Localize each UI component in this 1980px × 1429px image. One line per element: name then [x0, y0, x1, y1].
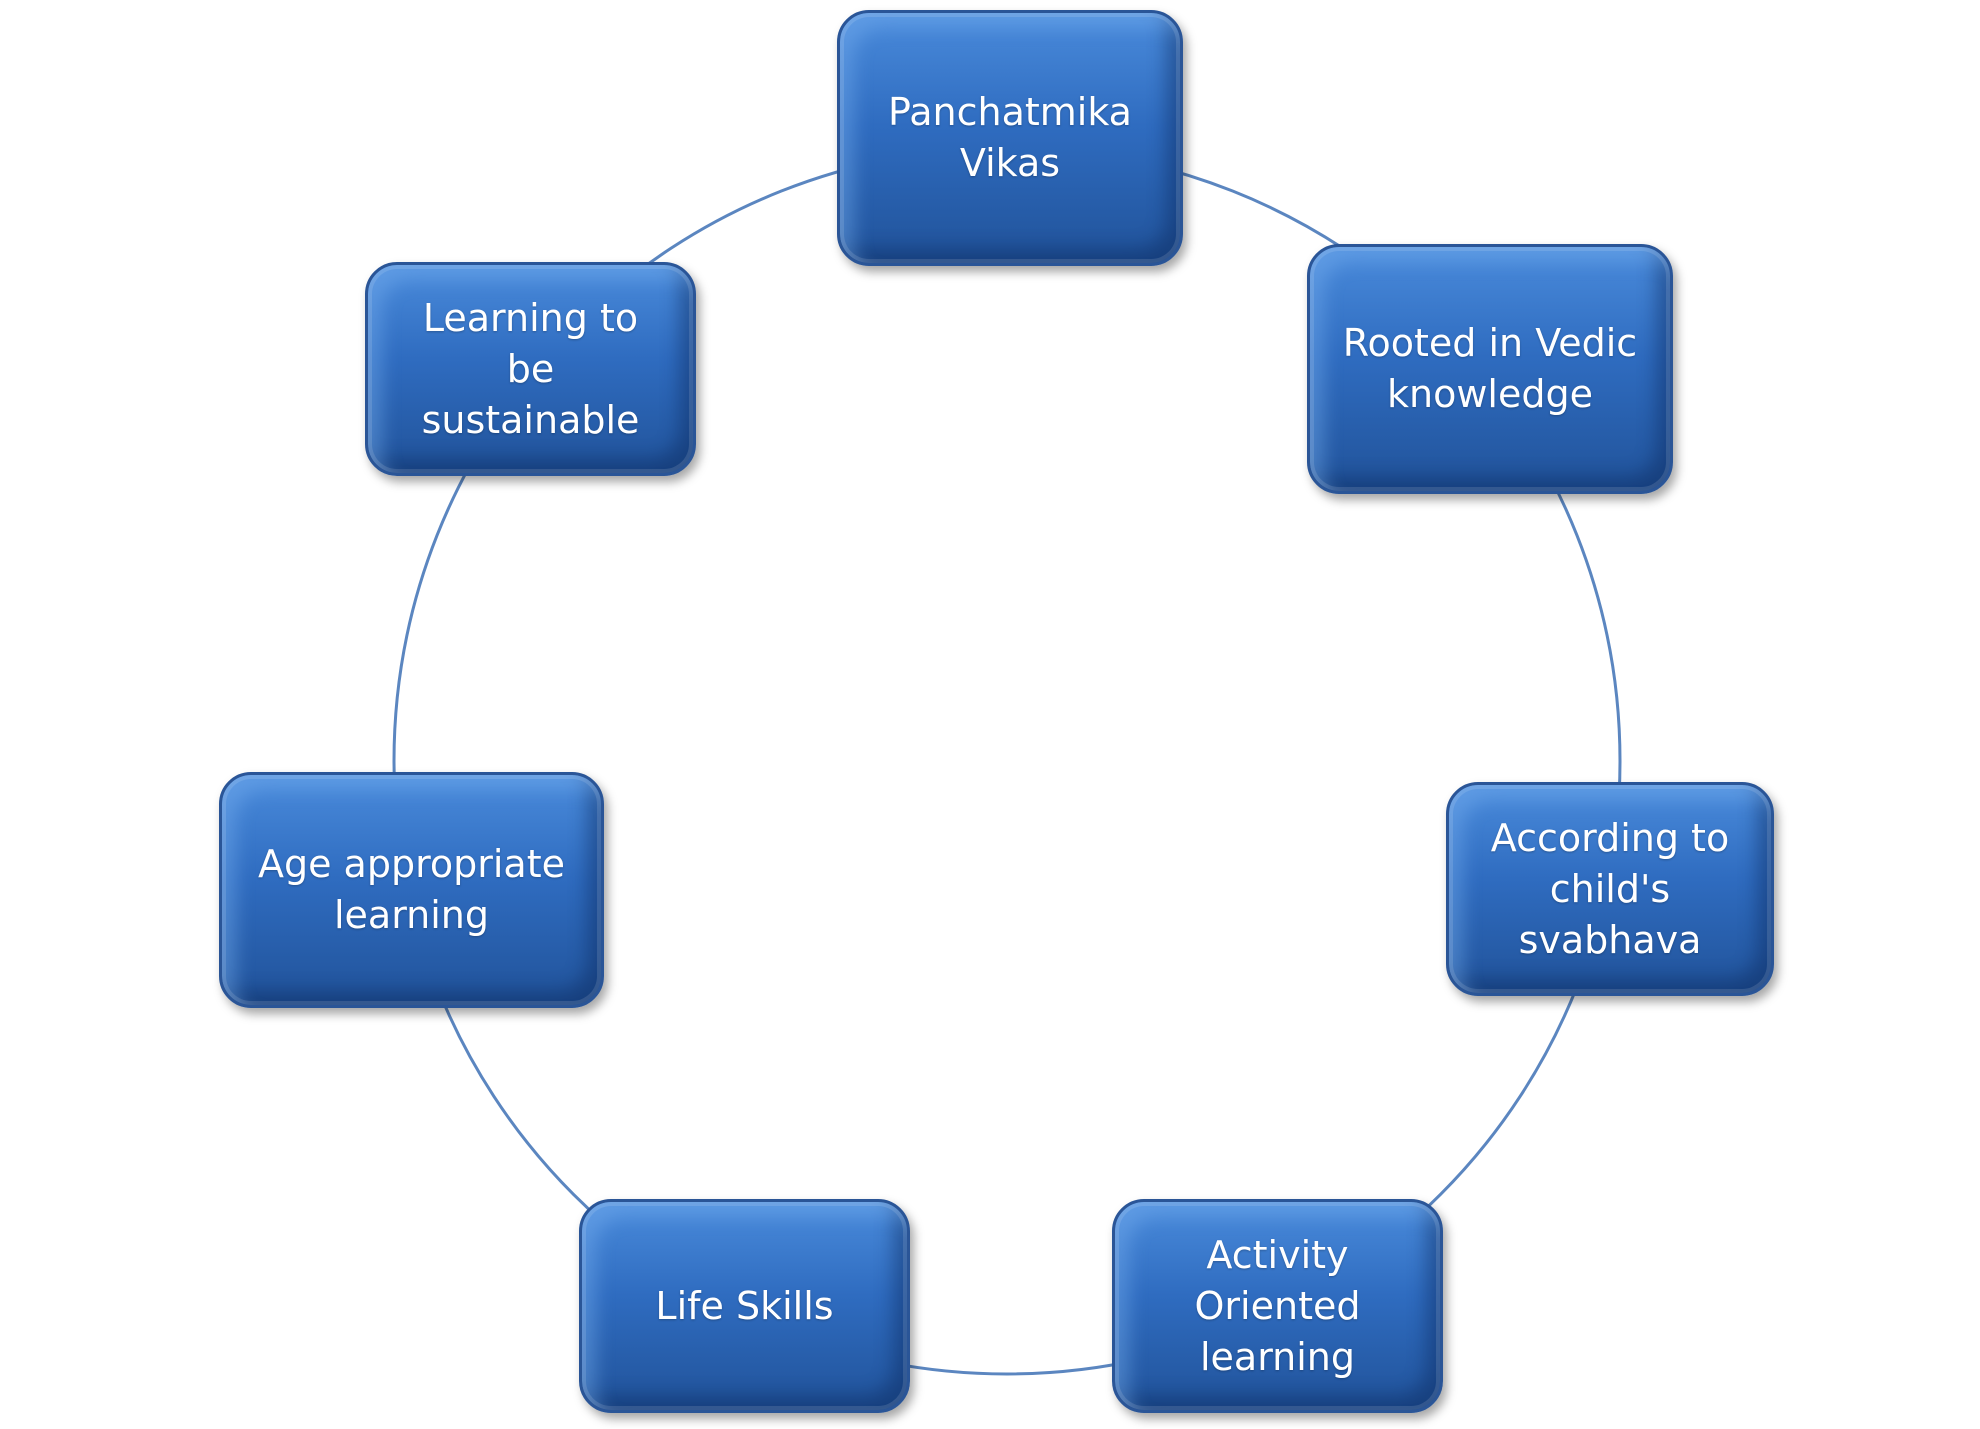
node-label: Age appropriate learning [257, 842, 565, 937]
node-label: According to child's svabhava [1490, 815, 1730, 962]
node-label: Panchatmika Vikas [888, 90, 1132, 185]
node-label: Rooted in Vedic knowledge [1342, 321, 1638, 416]
cycle-node-panchatmika-vikas: Panchatmika Vikas [837, 10, 1183, 266]
cycle-node-age-appropriate-learning: Age appropriate learning [219, 772, 604, 1008]
cycle-node-according-to-childs-svabhava: According to child's svabhava [1446, 782, 1774, 996]
node-label: Learning to be sustainable [421, 295, 640, 442]
cycle-node-activity-oriented-learning: Activity Oriented learning [1112, 1199, 1443, 1413]
node-label: Activity Oriented learning [1194, 1232, 1361, 1379]
cycle-node-life-skills: Life Skills [579, 1199, 910, 1413]
node-label: Life Skills [655, 1283, 834, 1328]
cycle-node-learning-to-be-sustainable: Learning to be sustainable [365, 262, 696, 476]
cycle-node-rooted-in-vedic-knowledge: Rooted in Vedic knowledge [1307, 244, 1673, 494]
